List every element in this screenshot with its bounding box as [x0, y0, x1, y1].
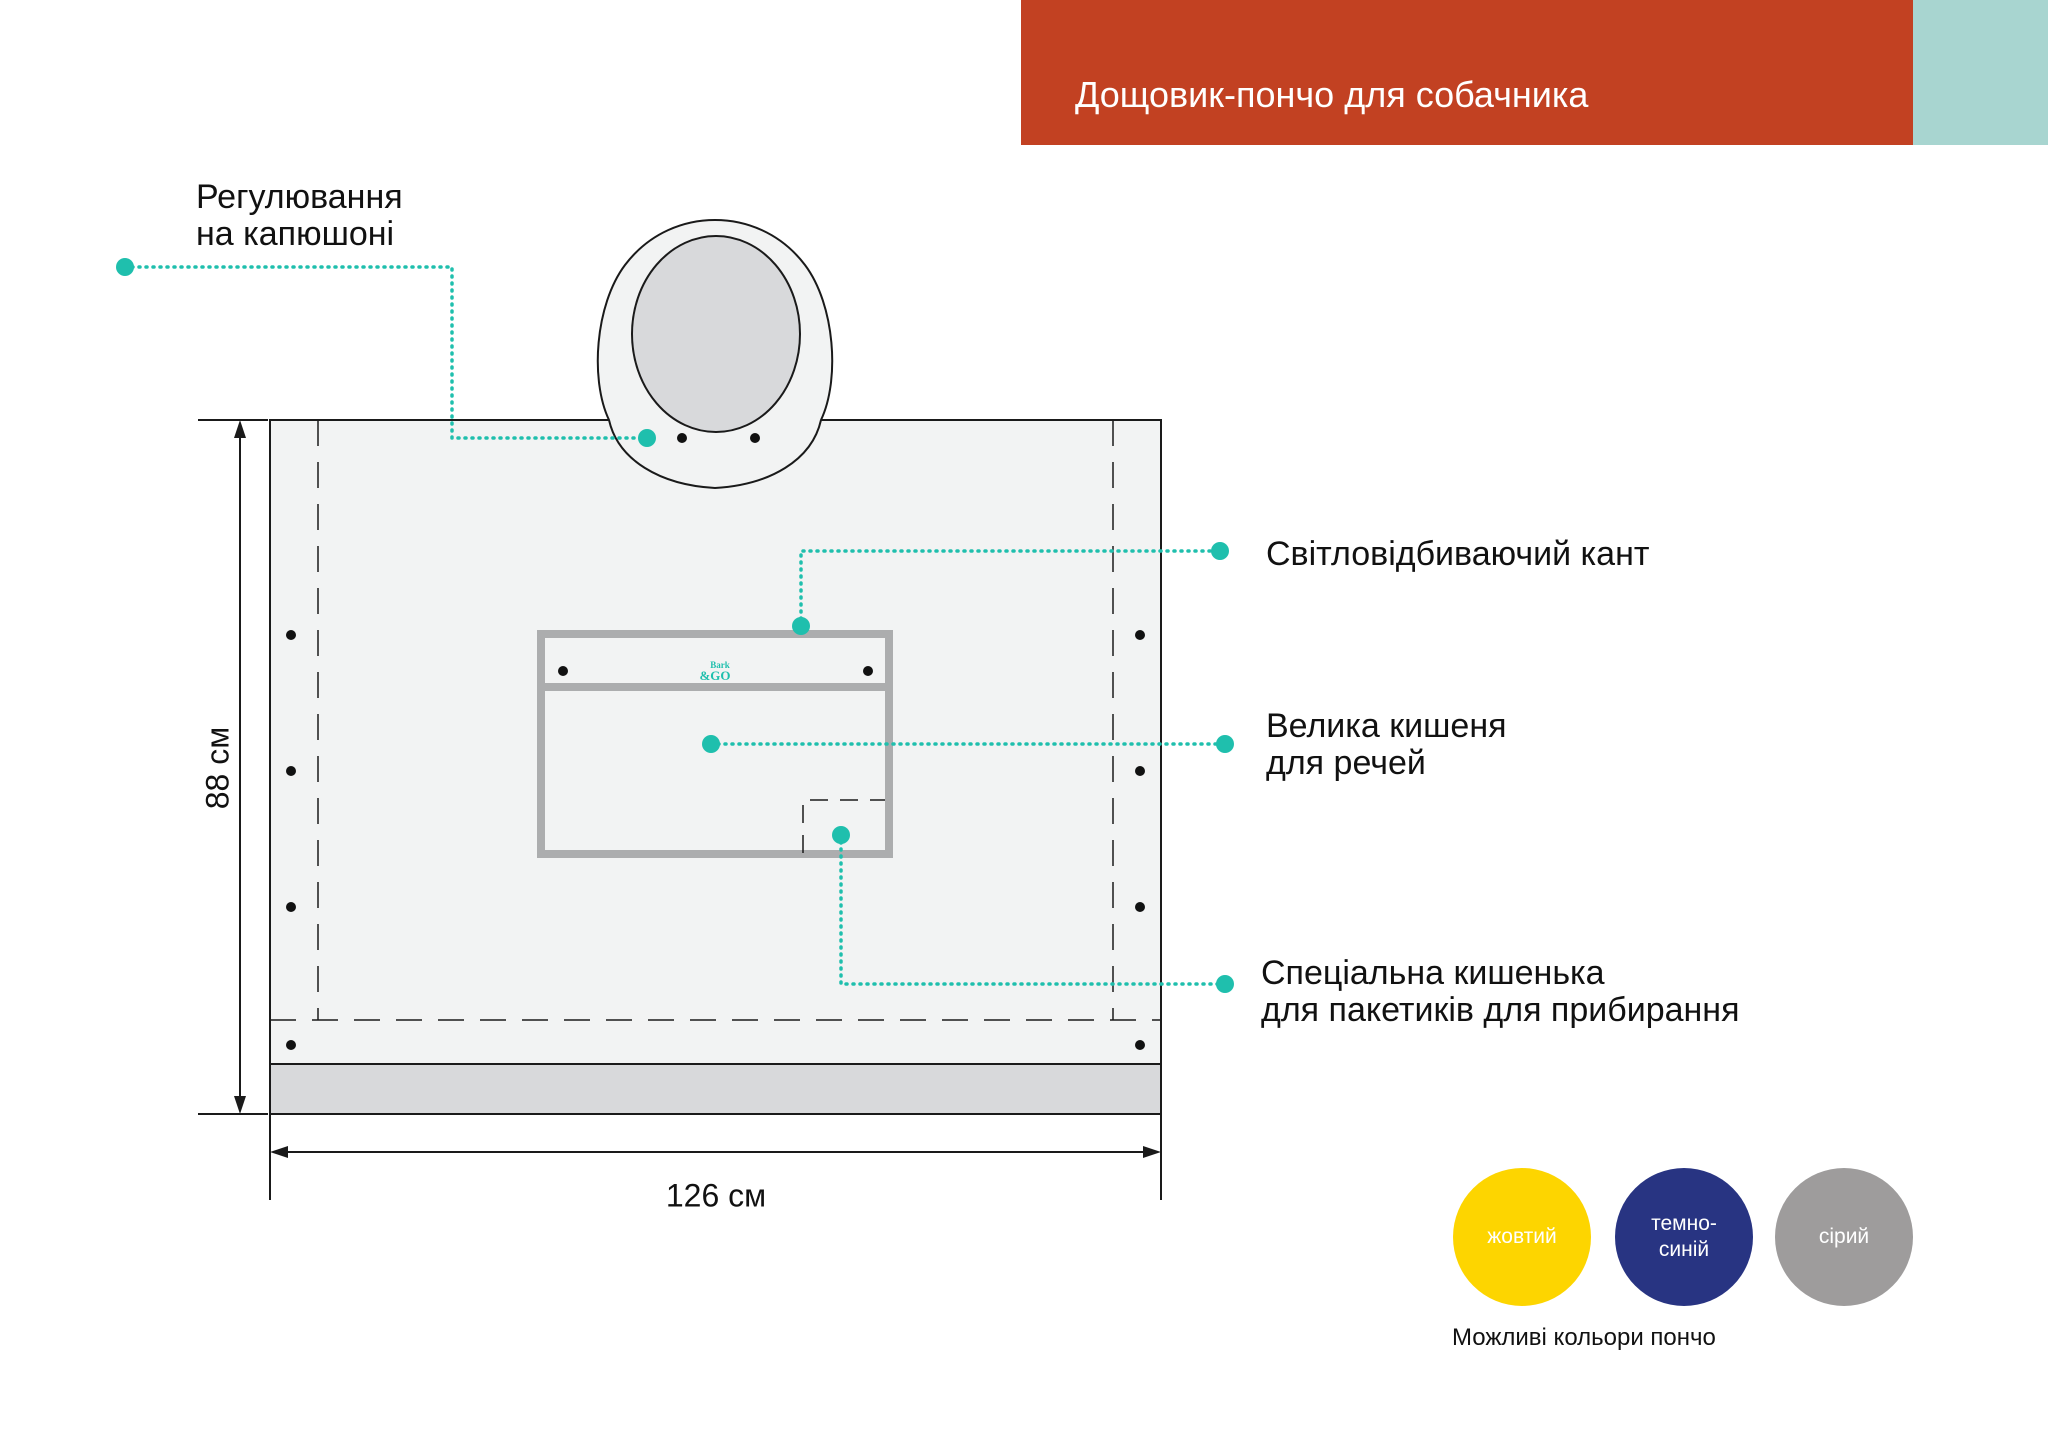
- swatch-yellow-label: жовтий: [1487, 1225, 1557, 1248]
- callout-hood-adjustment: Регулювання на капюшоні: [196, 179, 403, 253]
- brand-logo-line1: Bark: [710, 660, 730, 670]
- callout-leaders: [123, 265, 1227, 986]
- callout-special-pocket: Спеціальна кишенька для пакетиків для пр…: [1261, 955, 1740, 1029]
- callout-reflective-line1: Світловідбиваючий кант: [1266, 535, 1650, 573]
- header-accent-block: [1913, 0, 2048, 145]
- callout-hood-line2: на капюшоні: [196, 215, 395, 253]
- color-swatch-gray: сірий: [1775, 1168, 1913, 1306]
- page-title: Дощовик-пончо для собачника: [1075, 74, 1589, 115]
- callout-large-pocket: Велика кишеня для речей: [1266, 708, 1507, 782]
- swatch-navy-label-line2: синій: [1658, 1238, 1710, 1261]
- pocket-snap-right: [863, 666, 873, 676]
- color-swatch-yellow: жовтий: [1453, 1168, 1591, 1306]
- poncho-body: [269, 419, 1162, 1115]
- large-pocket: [537, 630, 893, 858]
- width-dimension-label: 126 см: [665, 1177, 767, 1214]
- hood-grommet-right: [750, 433, 760, 443]
- brand-logo-line2: &GO: [699, 668, 730, 683]
- callout-dots: [116, 258, 1234, 993]
- snap-buttons: [286, 630, 1145, 1050]
- callout-special-pocket-line1: Спеціальна кишенька: [1261, 954, 1605, 992]
- height-dimension: [198, 419, 268, 1115]
- colors-caption: Можливі кольори пончо: [1452, 1324, 1716, 1351]
- pocket-snap-left: [558, 666, 568, 676]
- callout-special-pocket-line2: для пакетиків для прибирання: [1261, 991, 1740, 1029]
- hood-opening: [631, 235, 801, 433]
- swatch-navy-label-line1: темно-: [1651, 1212, 1717, 1235]
- callout-hood-line1: Регулювання: [196, 178, 403, 216]
- swatch-gray-label: сірий: [1818, 1225, 1870, 1248]
- callout-large-pocket-line1: Велика кишеня: [1266, 707, 1507, 745]
- callout-large-pocket-line2: для речей: [1266, 744, 1426, 782]
- width-dimension: [269, 1114, 1162, 1200]
- hood-grommet-left: [677, 433, 687, 443]
- header-bar: [1021, 0, 1913, 145]
- special-pocket-outline: [802, 799, 885, 853]
- height-dimension-label: 88 см: [199, 726, 236, 810]
- color-swatch-navy: темно- синій: [1615, 1168, 1753, 1306]
- callout-reflective-trim: Світловідбиваючий кант: [1266, 536, 1649, 573]
- reflective-bottom-band: [269, 1063, 1162, 1115]
